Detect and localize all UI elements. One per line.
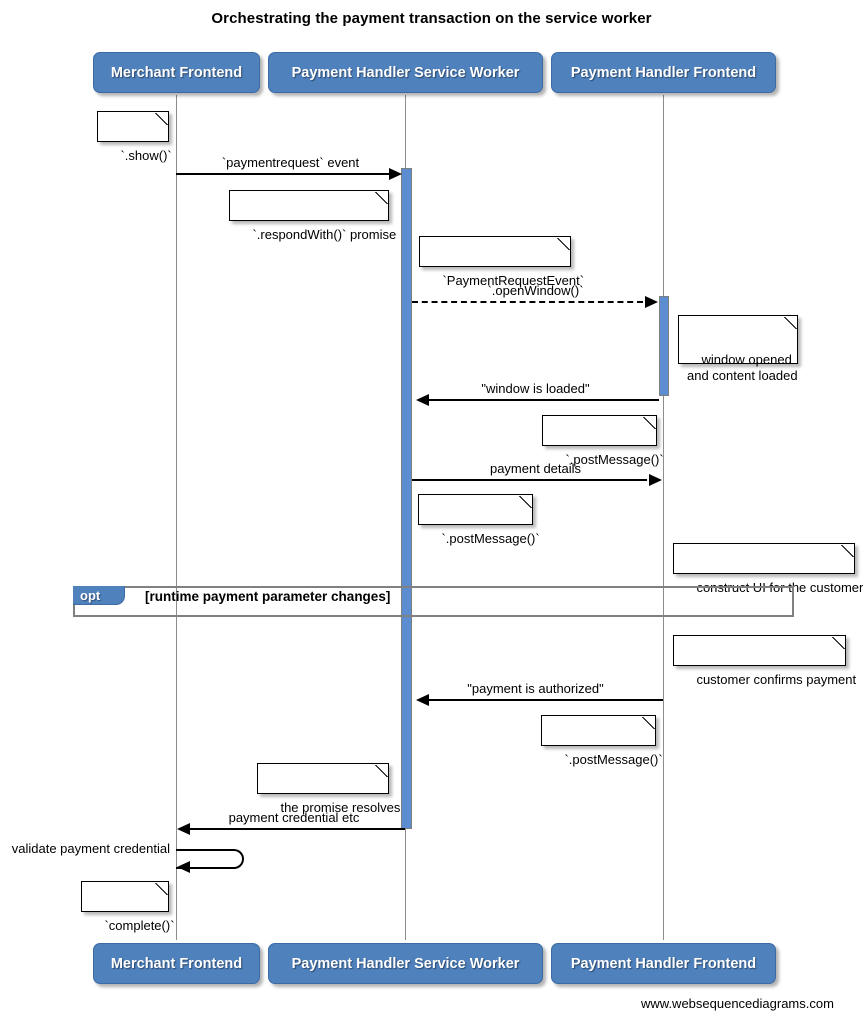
message-label-openwindow: `.openWindow()` — [487, 283, 584, 298]
lifeline-merchant — [176, 95, 177, 940]
message-arrowhead-payment-credential — [177, 823, 190, 835]
message-label-paymentrequest: `paymentrequest` event — [221, 155, 360, 170]
note-complete: `complete()` — [81, 881, 175, 933]
participant-label: Merchant Frontend — [110, 955, 243, 972]
message-arrowhead-payment-details — [649, 474, 662, 486]
participant-payment-handler-frontend-top[interactable]: Payment Handler Frontend — [551, 52, 776, 93]
fragment-operator-label: opt — [80, 587, 101, 603]
message-label-validate-credential: validate payment credential — [11, 841, 170, 856]
note-text: customer confirms payment — [696, 672, 857, 687]
message-label-window-loaded: "window is loaded" — [481, 381, 590, 396]
participant-merchant-frontend-bottom[interactable]: Merchant Frontend — [93, 943, 260, 984]
note-fold-icon — [643, 416, 656, 429]
note-fold-icon — [841, 544, 854, 557]
message-line-payment-authorized — [429, 699, 663, 701]
participant-label: Payment Handler Frontend — [570, 64, 757, 81]
note-text: the promise resolves — [280, 800, 401, 815]
note-fold-icon — [375, 764, 388, 777]
note-show: `.show()` — [97, 111, 172, 163]
note-text: `.postMessage()` — [441, 531, 540, 546]
message-line-payment-details — [412, 479, 647, 481]
note-text: `.respondWith()` promise — [252, 227, 397, 242]
note-text: `.postMessage()` — [564, 752, 663, 767]
message-label-payment-details: payment details — [489, 461, 582, 476]
participant-label: Payment Handler Service Worker — [291, 64, 520, 81]
message-arrowhead-validate-credential — [177, 861, 190, 873]
message-label-payment-credential: payment credential etc — [228, 810, 360, 825]
fragment-operator-opt: opt — [73, 586, 125, 605]
note-paymentrequestevent: `PaymentRequestEvent` — [419, 236, 584, 288]
note-text: window opened and content loaded — [687, 352, 798, 383]
note-window-opened: window opened and content loaded — [678, 315, 798, 383]
note-postmessage-1: `.postMessage()` — [542, 415, 664, 467]
participant-merchant-frontend-top[interactable]: Merchant Frontend — [93, 52, 260, 93]
note-fold-icon — [557, 237, 570, 250]
participant-service-worker-bottom[interactable]: Payment Handler Service Worker — [268, 943, 543, 984]
message-arrowhead-payment-authorized — [416, 694, 429, 706]
note-fold-icon — [784, 316, 797, 329]
activation-payment-handler-frontend — [659, 296, 669, 396]
participant-service-worker-top[interactable]: Payment Handler Service Worker — [268, 52, 543, 93]
message-line-window-loaded — [429, 399, 659, 401]
note-fold-icon — [832, 636, 845, 649]
fragment-condition-opt: [runtime payment parameter changes] — [145, 589, 391, 604]
message-line-paymentrequest — [176, 173, 389, 175]
note-promise-resolves: the promise resolves — [257, 763, 400, 815]
message-arrowhead-openwindow — [645, 296, 658, 308]
participant-label: Payment Handler Service Worker — [291, 955, 520, 972]
diagram-title: Orchestrating the payment transaction on… — [211, 10, 652, 27]
message-line-openwindow — [412, 301, 643, 303]
activation-service-worker — [401, 168, 412, 829]
message-arrowhead-paymentrequest — [389, 168, 402, 180]
participant-label: Payment Handler Frontend — [570, 955, 757, 972]
note-text: `complete()` — [104, 918, 175, 933]
note-fold-icon — [155, 882, 168, 895]
note-text: `PaymentRequestEvent` — [442, 273, 585, 288]
note-text: `.show()` — [120, 148, 172, 163]
participant-label: Merchant Frontend — [110, 64, 243, 81]
note-fold-icon — [155, 112, 168, 125]
message-arrowhead-window-loaded — [416, 394, 429, 406]
note-fold-icon — [519, 495, 532, 508]
note-postmessage-3: `.postMessage()` — [541, 715, 663, 767]
footer-attribution: www.websequencediagrams.com — [641, 996, 834, 1011]
note-text: `.postMessage()` — [565, 452, 664, 467]
note-construct-ui: construct UI for the customer — [673, 543, 863, 595]
note-customer-confirms: customer confirms payment — [673, 635, 856, 687]
message-line-payment-credential — [190, 828, 405, 830]
note-fold-icon — [642, 716, 655, 729]
message-self-loop-validate-credential — [176, 849, 244, 869]
participant-payment-handler-frontend-bottom[interactable]: Payment Handler Frontend — [551, 943, 776, 984]
note-fold-icon — [375, 191, 388, 204]
message-label-payment-authorized: "payment is authorized" — [467, 681, 604, 696]
lifeline-payment-handler-frontend — [663, 95, 664, 940]
note-postmessage-2: `.postMessage()` — [418, 494, 540, 546]
note-respondwith: `.respondWith()` promise — [229, 190, 396, 242]
